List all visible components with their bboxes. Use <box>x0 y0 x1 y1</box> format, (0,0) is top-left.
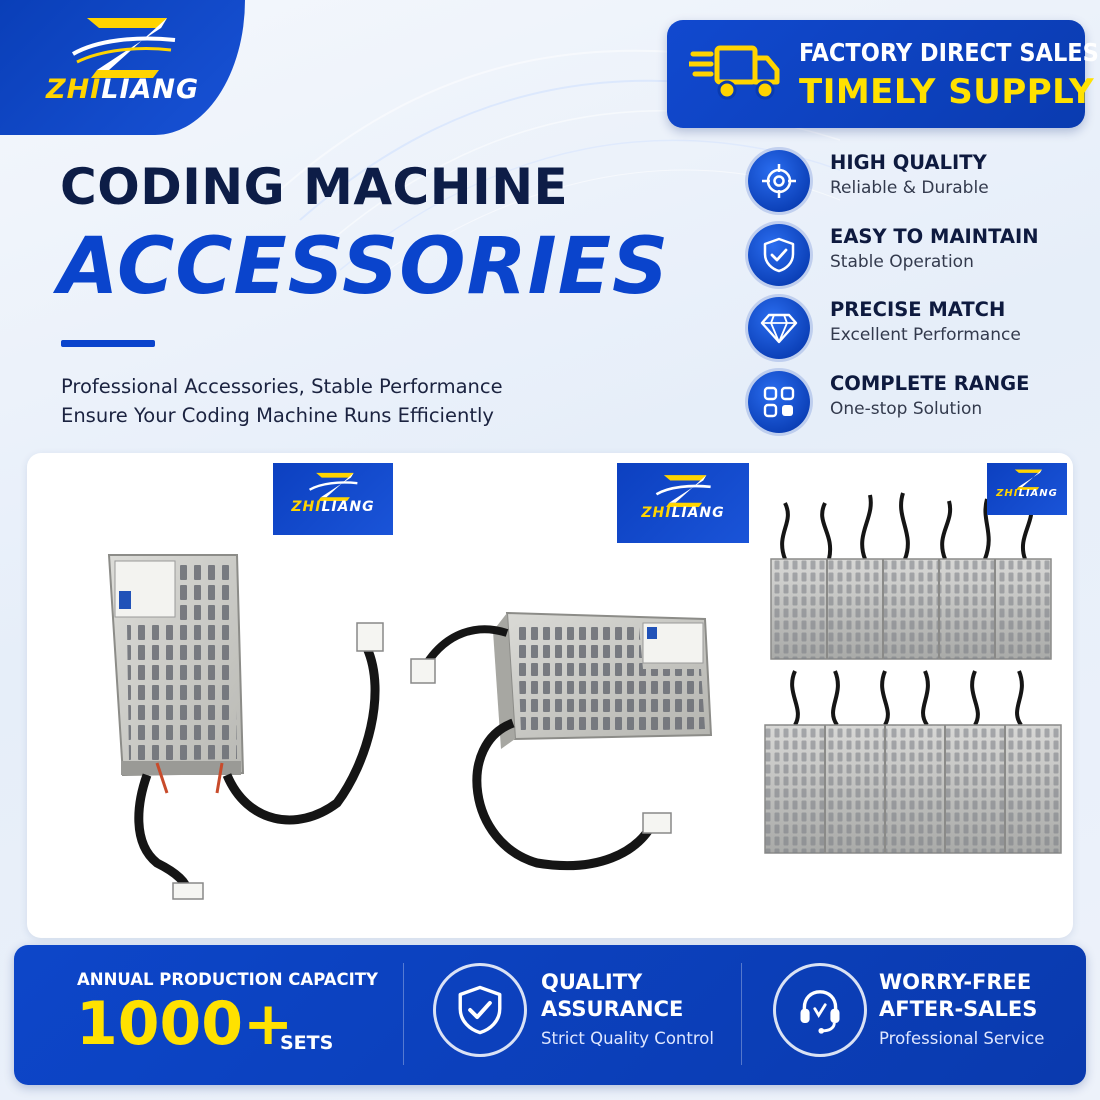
capacity-value: 1000+ <box>76 989 294 1059</box>
brand-wordmark: ZHILIANG <box>996 488 1058 499</box>
photo-logo-tag: ZHILIANG <box>617 463 749 543</box>
quality-title-line2: ASSURANCE <box>541 997 684 1021</box>
product-photo-3: ZHILIANG <box>755 463 1067 931</box>
delivery-truck-icon <box>689 45 780 100</box>
feature-title: EASY TO MAINTAIN <box>830 225 1039 248</box>
feature-desc: Reliable & Durable <box>830 178 989 198</box>
subtitle-line2: Ensure Your Coding Machine Runs Efficien… <box>61 404 494 427</box>
banner-line1: FACTORY DIRECT SALES <box>799 38 1099 67</box>
headline-underline <box>61 340 155 347</box>
headline-line1: CODING MACHINE <box>60 158 569 216</box>
brand-logo: ZHILIANG <box>617 463 749 521</box>
brand-wordmark: ZHILIANG <box>641 505 725 521</box>
photo-logo-tag: ZHILIANG <box>273 463 393 535</box>
target-icon <box>748 150 810 212</box>
zhiliang-logo-icon <box>655 475 711 507</box>
capacity-label: ANNUAL PRODUCTION CAPACITY <box>77 970 378 989</box>
feature-desc: Stable Operation <box>830 252 974 272</box>
feature-precise-match: PRECISE MATCH Excellent Performance <box>748 297 1078 361</box>
zhiliang-logo-icon <box>308 472 358 501</box>
product-photo-2: ZHILIANG <box>397 463 749 931</box>
diamond-icon <box>748 297 810 359</box>
service-title-line2: AFTER-SALES <box>879 997 1038 1021</box>
feature-complete-range: COMPLETE RANGE One-stop Solution <box>748 371 1078 435</box>
headline-line2: ACCESSORIES <box>58 222 670 312</box>
product-photo-panel: ZHILIANG <box>27 453 1073 938</box>
power-supply-unit-image <box>107 554 384 900</box>
brand-part1: ZHI <box>46 74 102 105</box>
grid-icon <box>748 371 810 433</box>
brand-wordmark: ZHILIANG <box>291 499 375 515</box>
service-title-line1: WORRY-FREE <box>879 970 1032 994</box>
shield-check-icon <box>748 224 810 286</box>
brand-logo: ZHILIANG <box>273 463 393 515</box>
power-supply-unit-image <box>410 611 713 871</box>
quality-desc: Strict Quality Control <box>541 1029 714 1048</box>
capacity-unit: SETS <box>280 1032 334 1054</box>
photo-logo-tag: ZHILIANG <box>987 463 1067 515</box>
feature-desc: One-stop Solution <box>830 399 983 419</box>
banner-line2: TIMELY SUPPLY <box>799 72 1095 112</box>
quality-title-line1: QUALITY <box>541 970 643 994</box>
service-desc: Professional Service <box>879 1029 1045 1048</box>
subtitle-line1: Professional Accessories, Stable Perform… <box>61 375 503 398</box>
feature-high-quality: HIGH QUALITY Reliable & Durable <box>748 150 1078 214</box>
product-photo-1: ZHILIANG <box>37 463 393 931</box>
brand-logo: ZHILIANG <box>46 14 199 105</box>
zhiliang-logo-icon <box>71 18 175 78</box>
brand-wordmark: ZHILIANG <box>46 74 199 105</box>
feature-title: HIGH QUALITY <box>830 151 987 174</box>
feature-title: PRECISE MATCH <box>830 298 1006 321</box>
bottom-info-strip: ANNUAL PRODUCTION CAPACITY 1000+ SETS QU… <box>14 945 1086 1085</box>
shield-check-icon <box>433 963 527 1057</box>
brand-logo: ZHILIANG <box>987 463 1067 499</box>
divider <box>741 963 742 1065</box>
headset-icon <box>773 963 867 1057</box>
divider <box>403 963 404 1065</box>
feature-easy-maintain: EASY TO MAINTAIN Stable Operation <box>748 224 1078 288</box>
feature-desc: Excellent Performance <box>830 325 1021 345</box>
stacked-power-supplies-image <box>764 492 1062 854</box>
supply-banner: FACTORY DIRECT SALES TIMELY SUPPLY <box>667 20 1099 128</box>
feature-title: COMPLETE RANGE <box>830 372 1030 395</box>
zhiliang-logo-icon <box>1014 469 1042 490</box>
brand-part2: LIANG <box>101 74 200 105</box>
